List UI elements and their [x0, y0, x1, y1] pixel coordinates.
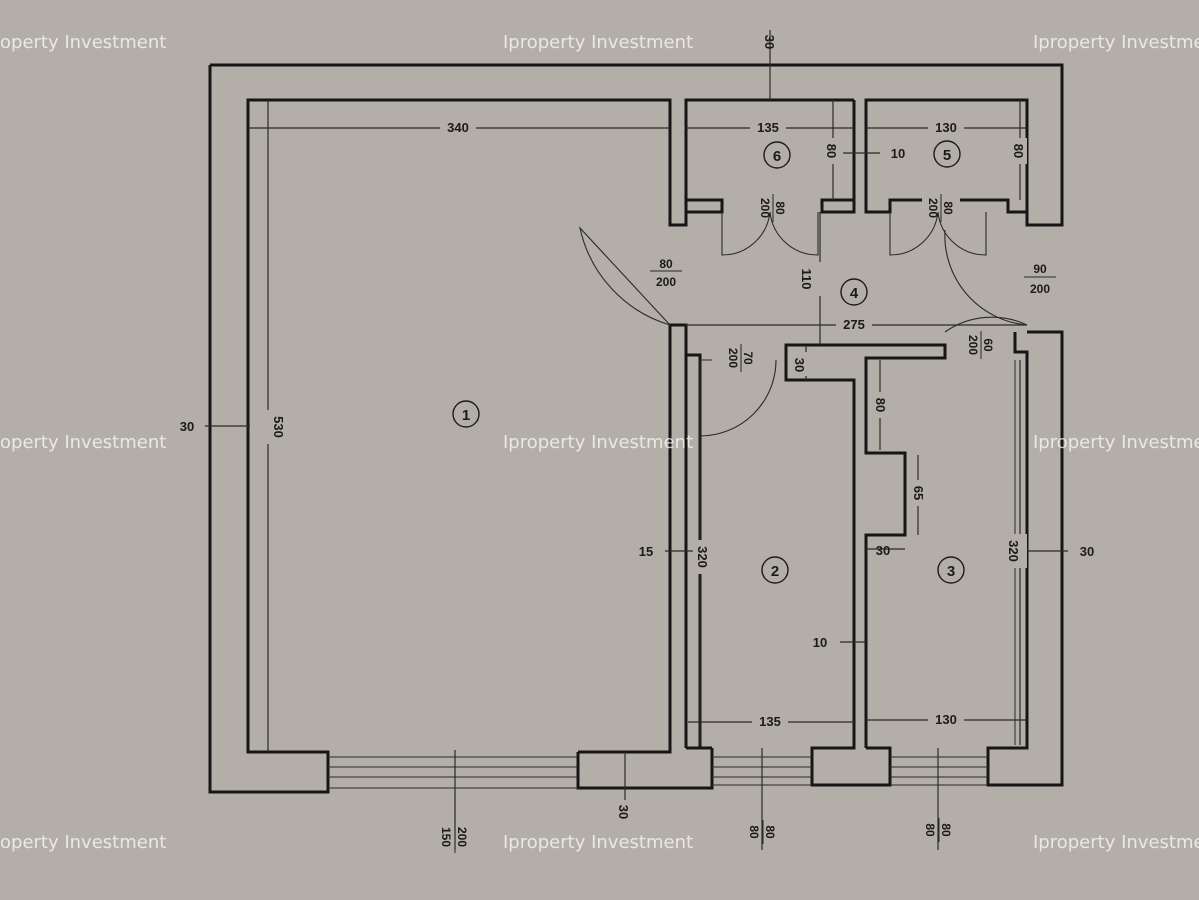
room6-door-swing	[721, 211, 819, 256]
svg-text:80: 80	[923, 823, 937, 837]
room-3-label: 3	[937, 556, 965, 584]
svg-text:200: 200	[726, 348, 740, 368]
dim-wall-2-3: 10	[813, 635, 827, 650]
window-labels: 200 150 80 80 80 80	[439, 818, 953, 853]
dim-outer-wall-bottom: 30	[616, 805, 631, 819]
window-room3-label: 80 80	[923, 818, 953, 842]
svg-text:200: 200	[966, 335, 980, 355]
room1-window	[328, 756, 578, 789]
window-room2-label: 80 80	[747, 820, 777, 844]
room-6-label: 6	[763, 141, 791, 169]
dim-room5-depth: 80	[1011, 144, 1026, 158]
room-numbers: 1 2 3 4 5 6	[452, 140, 965, 584]
svg-text:80: 80	[659, 257, 673, 271]
room2-door-swing	[699, 359, 777, 437]
room-4-label: 4	[840, 278, 868, 306]
dim-room3-length: 320	[1006, 540, 1021, 562]
svg-text:80: 80	[747, 825, 761, 839]
dim-room3-step: 30	[876, 543, 890, 558]
door-room2-label: 70 200	[726, 344, 755, 372]
svg-text:1: 1	[462, 407, 470, 424]
window-room1-label: 200 150	[439, 821, 469, 853]
svg-text:90: 90	[1033, 262, 1047, 276]
dim-room3-recess-b: 65	[911, 486, 926, 500]
dim-room3-width: 130	[935, 712, 957, 727]
svg-text:200: 200	[758, 198, 772, 218]
svg-text:200: 200	[1030, 282, 1050, 296]
dim-wall-1-2: 15	[639, 544, 653, 559]
dim-hall-length: 275	[843, 317, 865, 332]
door-entrance-label: 80 200	[650, 257, 682, 289]
svg-text:200: 200	[455, 827, 469, 847]
door-labels: 80 200 80 200 80 200 90 200 70 200 60 20…	[650, 194, 1056, 372]
svg-text:200: 200	[656, 275, 676, 289]
dim-outer-wall-top: 30	[762, 35, 777, 49]
dim-hall-depth: 110	[799, 269, 814, 290]
svg-text:150: 150	[439, 827, 453, 847]
outer-wall	[208, 63, 1064, 794]
dim-room1-length: 530	[271, 416, 286, 438]
dim-room2-length: 320	[695, 546, 710, 568]
windows	[328, 756, 988, 789]
dim-room1-width: 340	[447, 120, 469, 135]
svg-text:4: 4	[850, 285, 859, 302]
room-5-label: 5	[933, 140, 961, 168]
room-1-label: 1	[452, 400, 480, 428]
room3-wall	[686, 330, 1064, 787]
dim-outer-wall-right: 30	[1080, 544, 1094, 559]
dim-room3-recess-a: 80	[873, 398, 888, 412]
svg-text:80: 80	[773, 201, 787, 215]
svg-text:5: 5	[943, 147, 951, 164]
door-hall-right-label: 90 200	[1024, 262, 1056, 296]
svg-text:6: 6	[773, 148, 781, 165]
dimension-labels: 340 530 30 30 135 80 10 130 80 110 275 3…	[180, 35, 1094, 819]
svg-text:2: 2	[771, 563, 779, 580]
dim-partition-5-6: 10	[891, 146, 905, 161]
svg-text:60: 60	[981, 338, 995, 352]
dim-outer-wall-left: 30	[180, 419, 194, 434]
door-room3-label: 60 200	[966, 331, 995, 359]
room-2-label: 2	[761, 556, 789, 584]
svg-text:80: 80	[763, 825, 777, 839]
walls	[208, 63, 1064, 794]
entrance-door-swing	[579, 226, 671, 326]
svg-text:80: 80	[939, 823, 953, 837]
dim-room2-width: 135	[759, 714, 781, 729]
dim-room6-depth: 80	[824, 144, 839, 158]
door-swings	[579, 211, 1028, 437]
hall-door-swing	[944, 229, 1028, 333]
svg-text:80: 80	[941, 201, 955, 215]
dim-partition-2-hall: 30	[792, 358, 807, 372]
room3-window	[890, 756, 988, 786]
svg-text:3: 3	[947, 563, 955, 580]
dim-room5-width: 130	[935, 120, 957, 135]
dim-room6-width: 135	[757, 120, 779, 135]
svg-text:200: 200	[926, 198, 940, 218]
door-room6-label: 80 200	[758, 194, 787, 222]
svg-text:70: 70	[741, 351, 755, 365]
room5-door-swing	[889, 211, 987, 256]
door-room5-label: 80 200	[926, 194, 955, 222]
